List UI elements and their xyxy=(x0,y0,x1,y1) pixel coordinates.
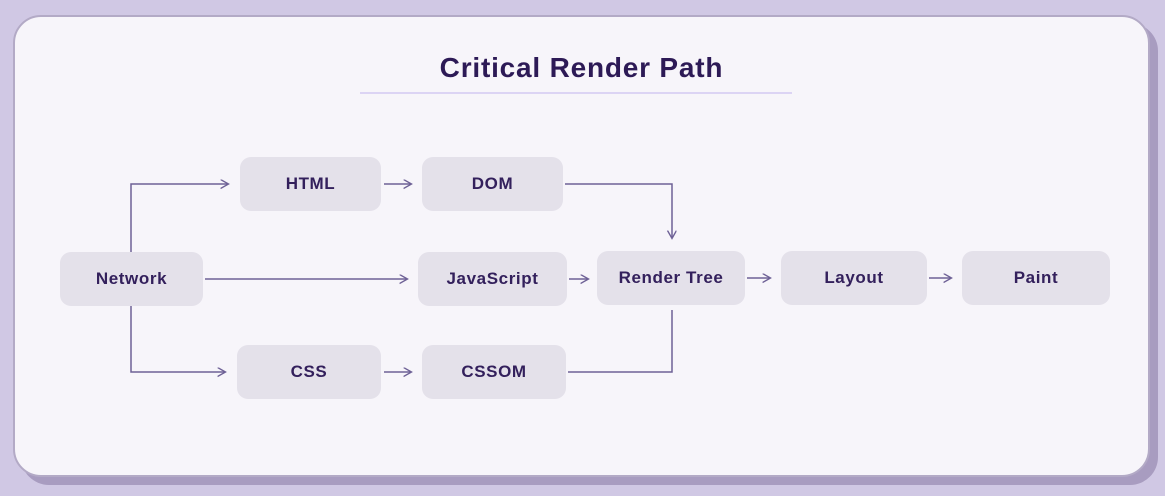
edge-network-html xyxy=(130,184,228,252)
node-cssom-label: CSSOM xyxy=(461,362,527,381)
node-paint: Paint xyxy=(962,251,1110,305)
node-layout: Layout xyxy=(781,251,927,305)
node-paint-label: Paint xyxy=(1013,268,1059,287)
node-css: CSS xyxy=(237,345,381,399)
node-cssom: CSSOM xyxy=(422,345,566,399)
edge-dom-rendertree xyxy=(565,183,672,238)
edge-network-css xyxy=(130,306,225,372)
node-network-label: Network xyxy=(95,269,168,288)
node-html-label: HTML xyxy=(285,174,336,193)
node-css-label: CSS xyxy=(290,362,328,381)
edge-cssom-rendertree xyxy=(568,310,673,373)
node-javascript: JavaScript xyxy=(418,252,567,306)
node-dom-label: DOM xyxy=(471,174,514,193)
diagram-title: Critical Render Path xyxy=(439,52,724,83)
node-dom: DOM xyxy=(422,157,563,211)
node-network: Network xyxy=(60,252,203,306)
node-html: HTML xyxy=(240,157,381,211)
title-underline xyxy=(360,92,792,94)
node-render-tree-label: Render Tree xyxy=(618,268,724,287)
node-javascript-label: JavaScript xyxy=(446,269,539,288)
node-render-tree: Render Tree xyxy=(597,251,745,305)
node-layout-label: Layout xyxy=(824,268,884,287)
